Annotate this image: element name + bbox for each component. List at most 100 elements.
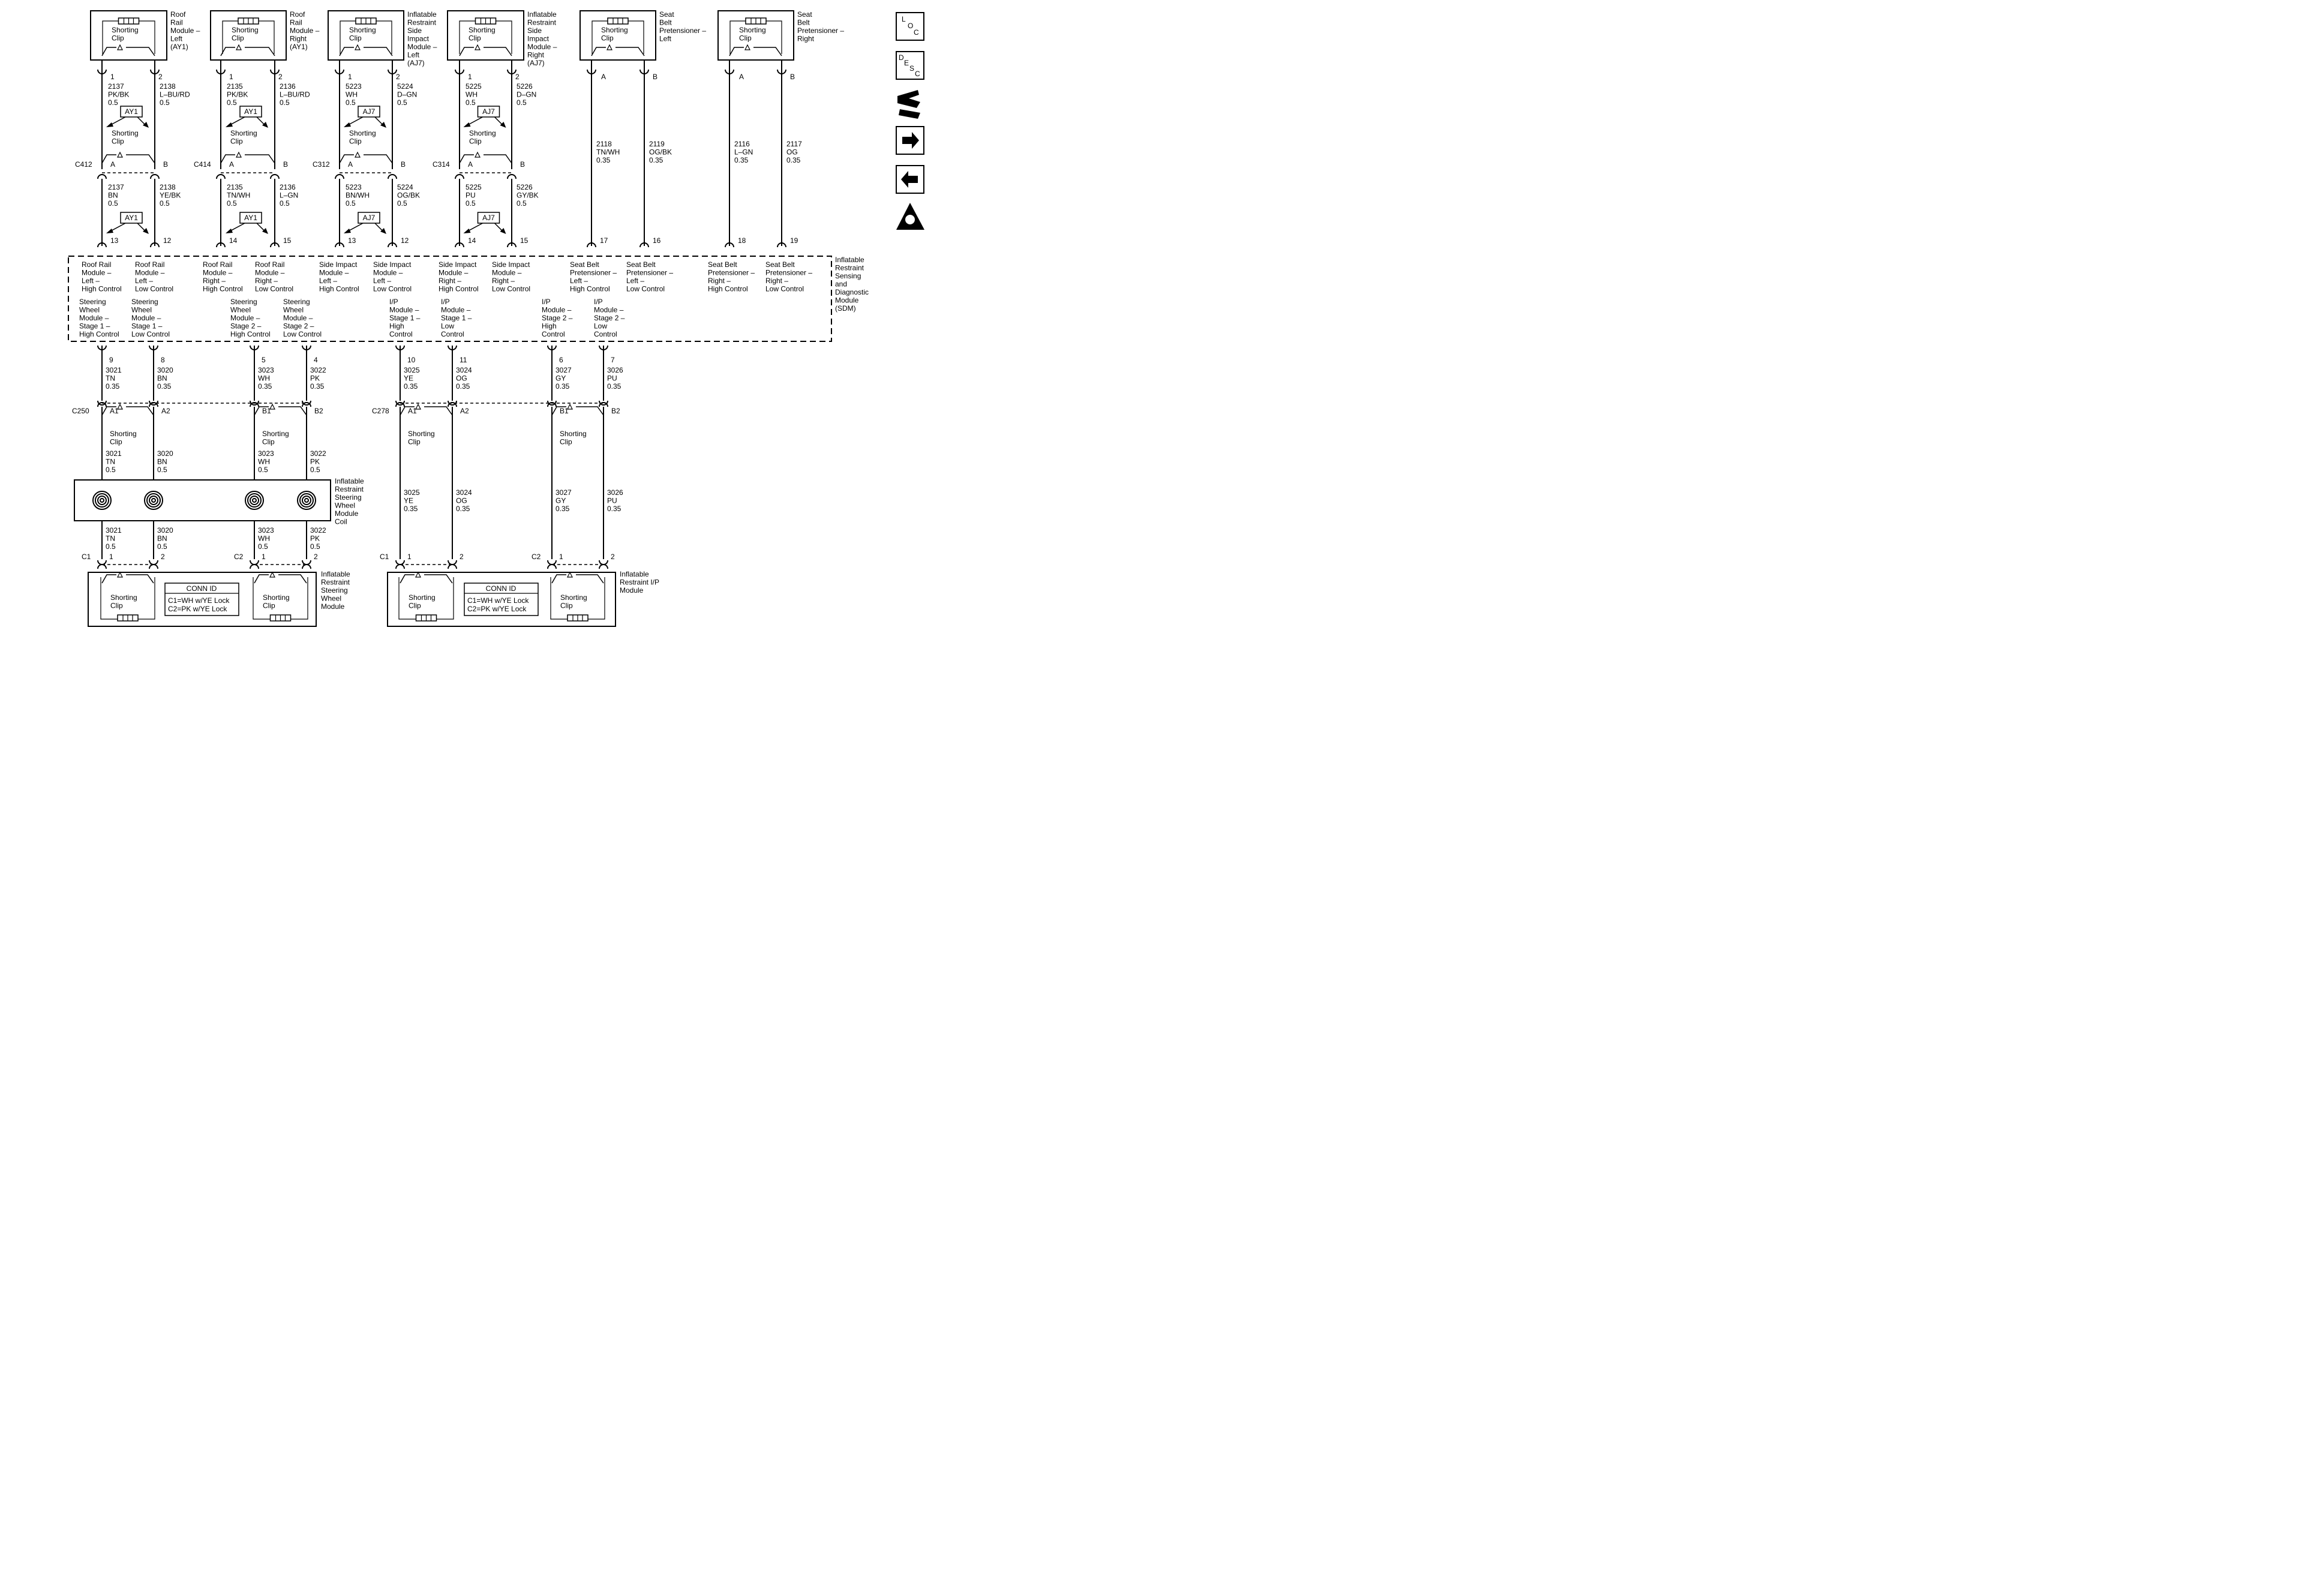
- pin-letter: A: [601, 73, 606, 81]
- pin-number: 1: [262, 553, 266, 561]
- steering-module-box: [88, 572, 317, 627]
- desc-letter: E: [904, 59, 909, 67]
- component-location-icon-part: [899, 109, 920, 119]
- desc-letter: S: [909, 64, 914, 73]
- terminal: [216, 242, 226, 248]
- terminal: [599, 400, 608, 406]
- sdm-pin: 18: [738, 236, 746, 245]
- pin-number: 2: [396, 73, 400, 81]
- connector-name: C278: [372, 407, 389, 415]
- pin-letter: B2: [314, 407, 323, 415]
- terminal: [455, 242, 464, 248]
- sdm-pin: 12: [163, 236, 172, 245]
- arrow-head: [344, 122, 351, 127]
- pin-number: 1: [559, 553, 563, 561]
- shorting-clip-contact: [415, 571, 421, 578]
- terminal: [599, 560, 608, 565]
- sdm-pin: 10: [407, 356, 416, 364]
- coil-spiral-icon: [245, 491, 264, 510]
- connector-name: C312: [313, 160, 330, 169]
- shorting-clip-contact: [117, 403, 123, 410]
- coil-ring: [100, 498, 104, 503]
- arrow-head: [106, 122, 113, 127]
- terminal: [395, 400, 405, 406]
- terminal: [777, 242, 786, 248]
- coil-ring: [146, 493, 161, 508]
- pin-letter: B1: [560, 407, 569, 415]
- pin-number: 2: [611, 553, 615, 561]
- pin-letter: A: [468, 160, 473, 169]
- shorting-clip-left: [220, 154, 235, 164]
- terminal: [335, 242, 344, 248]
- terminal: [302, 560, 311, 565]
- pin-letter: B: [653, 73, 657, 81]
- coil-spiral-icon: [144, 491, 163, 510]
- terminal: [149, 402, 158, 407]
- pin-letter: A: [110, 160, 115, 169]
- sdm-pin: 14: [229, 236, 238, 245]
- coil-ring: [97, 496, 107, 505]
- coil-ring: [250, 496, 259, 505]
- shorting-clip-contact: [236, 151, 242, 158]
- arrow-head: [463, 122, 471, 127]
- terminal: [250, 402, 259, 407]
- coil-ring: [144, 491, 163, 510]
- sdm-pin: 17: [600, 236, 608, 245]
- arrow-head: [143, 228, 149, 234]
- terminal: [97, 174, 107, 179]
- terminal: [599, 564, 608, 569]
- sdm-box: [68, 256, 832, 342]
- terminal: [270, 174, 280, 179]
- pin-letter: A1: [110, 407, 119, 415]
- shorting-clip-right: [364, 47, 393, 56]
- pin-number: 1: [110, 73, 115, 81]
- connector-name: C250: [72, 407, 89, 415]
- arrow-head: [262, 228, 268, 234]
- option-tag-box: [120, 212, 143, 224]
- terminal: [97, 402, 107, 407]
- desc-icon: [896, 51, 924, 80]
- terminal: [97, 560, 107, 565]
- pin-number: 2: [515, 73, 520, 81]
- sdm-pin: 7: [611, 356, 615, 364]
- loc-icon: [896, 12, 924, 41]
- next-page-icon: [896, 126, 924, 155]
- terminal: [448, 402, 457, 407]
- arrow-head: [226, 229, 233, 233]
- pin-letter: A: [348, 160, 353, 169]
- option-tag-label: AJ7: [482, 214, 495, 222]
- terminal: [725, 242, 734, 248]
- terminal: [395, 564, 405, 569]
- module-box: [328, 10, 404, 61]
- terminal: [302, 400, 311, 406]
- arrow-head: [380, 228, 386, 234]
- sdm-pin: 13: [110, 236, 119, 245]
- terminal: [250, 564, 259, 569]
- option-tag-label: AJ7: [363, 214, 376, 222]
- pin-number: 1: [468, 73, 472, 81]
- terminal: [448, 560, 457, 565]
- conn-id-box: [164, 583, 239, 616]
- shorting-clip-left: [339, 47, 354, 56]
